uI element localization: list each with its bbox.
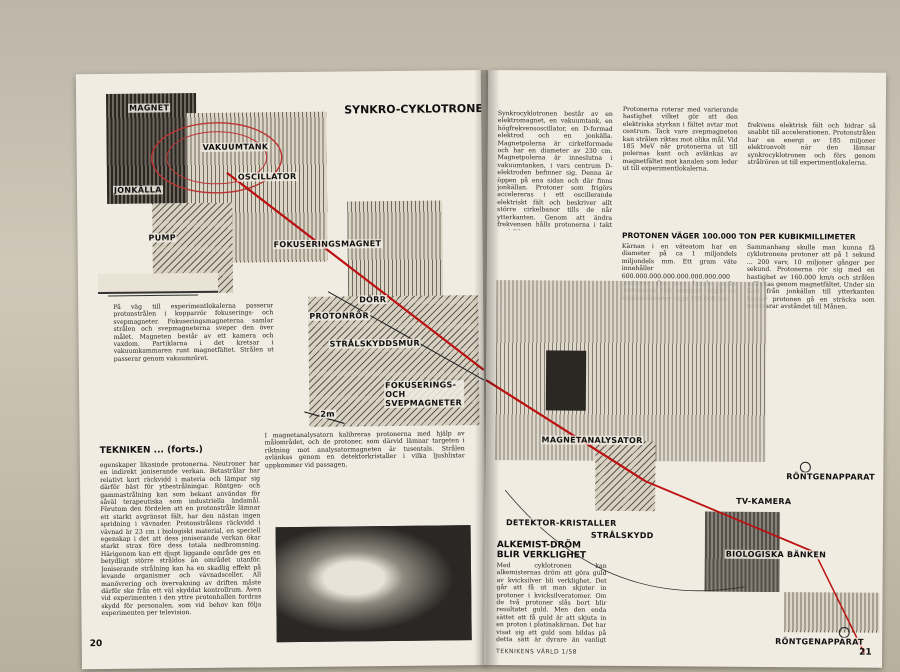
label-protonror: PROTONRÖR	[308, 311, 370, 321]
label-stralskydd: STRÅLSKYDD	[589, 530, 655, 541]
magazine-footer: TEKNIKENS VÄRLD 1/58	[496, 648, 578, 656]
left-page-title: SYNKRO-CYKLOTRONEN	[344, 101, 487, 117]
column-3-text: frekvens elektrisk fält och bidrar så sn…	[747, 121, 876, 167]
left-page: MAGNET VAKUUMTANK OSCILLATOR JONKÄLLA PU…	[75, 70, 487, 670]
label-vakuumtank: VAKUUMTANK	[201, 142, 270, 152]
analyzer-magnet	[595, 440, 656, 512]
platform-illustration	[97, 272, 219, 295]
long-shield-wall	[495, 280, 767, 462]
section-heading-tekniken: TEKNIKEN ... (forts.)	[99, 444, 203, 457]
caption-magnet-analysator: I magnetanalysatorn kalibreras protonern…	[264, 430, 465, 469]
label-oscillator: OSCILLATOR	[236, 171, 298, 182]
door-opening	[545, 350, 587, 411]
left-page-number: 20	[89, 639, 103, 650]
spine-gutter	[474, 70, 500, 665]
label-jonkalla: JONKÄLLA	[112, 185, 163, 195]
label-fokuserings-och-svepmagneter: FOKUSERINGS- OCH SVEPMAGNETER	[384, 380, 465, 409]
intro-text: Synkrocyklotronen består av en elektroma…	[497, 110, 613, 231]
right-page-number: 21	[859, 647, 872, 658]
label-fokuseringsmagnet: FOKUSERINGSMAGNET	[272, 239, 383, 250]
label-magnetanalysator: MAGNETANALYSATOR	[540, 435, 644, 446]
heading-alkemist-drom-text: ALKEMIST-DRÖM BLIR VERKLIGHET	[496, 540, 587, 561]
body-alkemist-drom: Med cyklotronen kan alkemisternas dröm a…	[496, 562, 607, 643]
label-dorr: DÖRR	[358, 295, 388, 305]
label-rontgenapparat-1: RÖNTGENAPPARAT	[785, 472, 876, 482]
label-scale: 2m	[319, 409, 336, 419]
label-tv-kamera: TV-KAMERA	[735, 496, 793, 507]
label-pump: PUMP	[147, 233, 177, 243]
label-rontgenapparat-2: RÖNTGENAPPARAT	[774, 637, 865, 647]
biological-bench	[784, 592, 880, 633]
magazine-spread: MAGNET VAKUUMTANK OSCILLATOR JONKÄLLA PU…	[75, 70, 887, 670]
label-biologiska-banken: BIOLOGISKA BÄNKEN	[724, 549, 828, 560]
right-page: Synkrocyklotronen består av en elektroma…	[484, 70, 887, 668]
label-detektor-kristaller: DETEKTOR-KRISTALLER	[504, 518, 618, 528]
article-body-left: egenskaper likasinde protonerna. Neutron…	[99, 460, 262, 618]
caption-beam-path: På väg till experimentlokalerna passerar…	[113, 302, 274, 363]
label-stralskyddsmur: STRÅLSKYDDSMUR	[328, 338, 421, 349]
label-magnet: MAGNET	[128, 103, 171, 113]
heading-protonen-vager: PROTONEN VÄGER 100.000 TON PER KUBIKMILL…	[621, 230, 856, 242]
heading-alkemist-drom: ALKEMIST-DRÖM BLIR VERKLIGHET	[497, 540, 607, 561]
equipment-photo	[275, 525, 472, 643]
column-2-text: Protonerna roterar med varierande hastig…	[622, 105, 738, 173]
